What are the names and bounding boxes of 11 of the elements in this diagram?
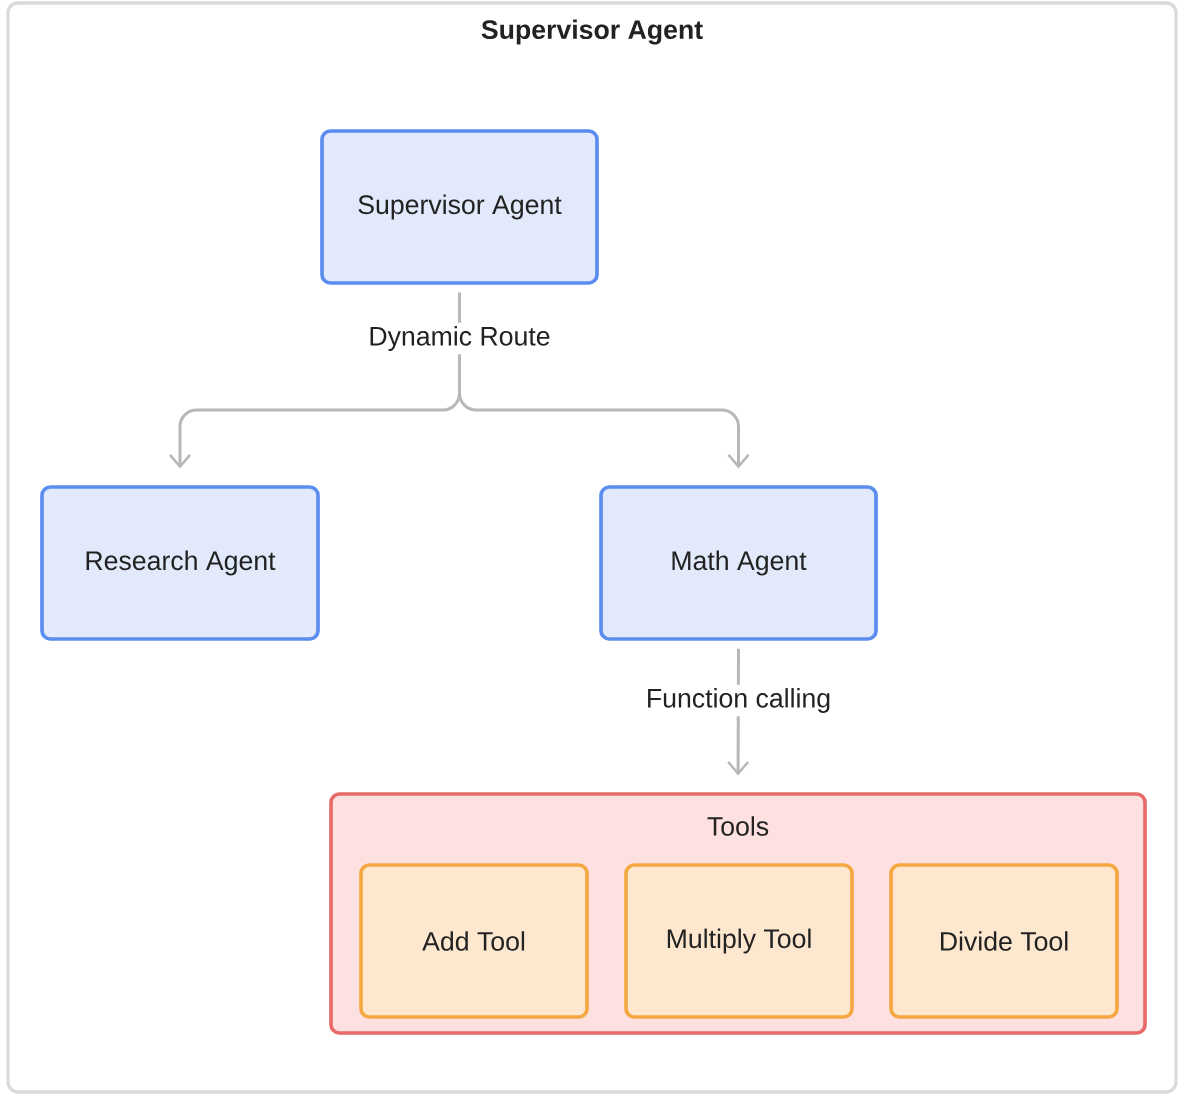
tool-box: Add Tool xyxy=(359,863,589,1019)
agent-box: Supervisor Agent xyxy=(320,129,599,285)
tool-box: Divide Tool xyxy=(889,863,1119,1019)
edge-label: Function calling xyxy=(642,684,835,717)
tool-box: Multiply Tool xyxy=(624,863,854,1019)
edge-label: Dynamic Route xyxy=(365,322,554,355)
container-title: Supervisor Agent xyxy=(481,19,703,45)
group-title: Tools xyxy=(707,816,769,836)
agent-box: Math Agent xyxy=(599,485,878,641)
arrow xyxy=(458,292,750,469)
agent-box: Research Agent xyxy=(40,485,320,641)
